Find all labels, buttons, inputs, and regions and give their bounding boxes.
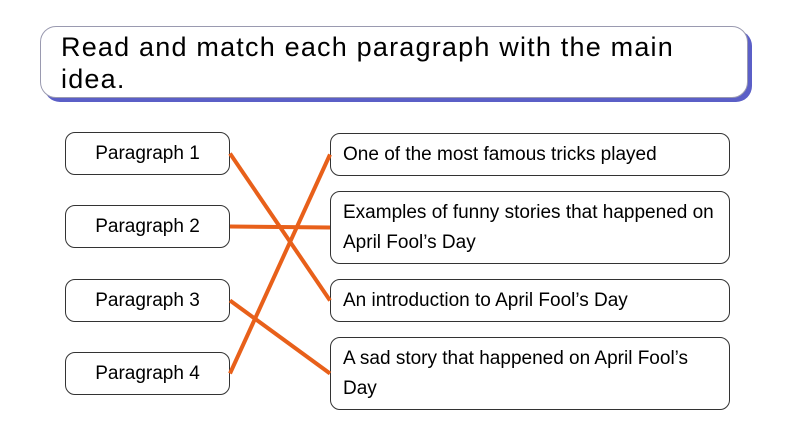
paragraph-2-box[interactable]: Paragraph 2 <box>65 205 230 248</box>
paragraph-4-box[interactable]: Paragraph 4 <box>65 352 230 395</box>
main-idea-4-text: A sad story that happened on April Fool’… <box>343 347 689 399</box>
main-idea-3-box[interactable]: An introduction to April Fool’s Day <box>330 279 730 322</box>
match-line-paragraph-3-to-idea-4 <box>228 298 332 376</box>
main-idea-4-box[interactable]: A sad story that happened on April Fool’… <box>330 337 730 410</box>
match-line-paragraph-1-to-idea-3 <box>228 152 332 302</box>
paragraph-1-label: Paragraph 1 <box>95 142 200 164</box>
main-idea-2-box[interactable]: Examples of funny stories that happened … <box>330 191 730 264</box>
page-title: Read and match each paragraph with the m… <box>61 32 674 94</box>
main-idea-1-box[interactable]: One of the most famous tricks played <box>330 133 730 176</box>
main-idea-3-text: An introduction to April Fool’s Day <box>343 289 628 311</box>
paragraph-3-label: Paragraph 3 <box>95 289 200 311</box>
main-idea-2-text: Examples of funny stories that happened … <box>343 201 714 253</box>
paragraph-4-label: Paragraph 4 <box>95 362 200 384</box>
paragraph-2-label: Paragraph 2 <box>95 215 200 237</box>
match-line-paragraph-4-to-idea-1 <box>228 153 332 375</box>
main-idea-1-text: One of the most famous tricks played <box>343 143 657 165</box>
match-line-paragraph-2-to-idea-2 <box>229 224 331 230</box>
paragraph-3-box[interactable]: Paragraph 3 <box>65 279 230 322</box>
paragraph-1-box[interactable]: Paragraph 1 <box>65 132 230 175</box>
title-box: Read and match each paragraph with the m… <box>40 26 748 98</box>
